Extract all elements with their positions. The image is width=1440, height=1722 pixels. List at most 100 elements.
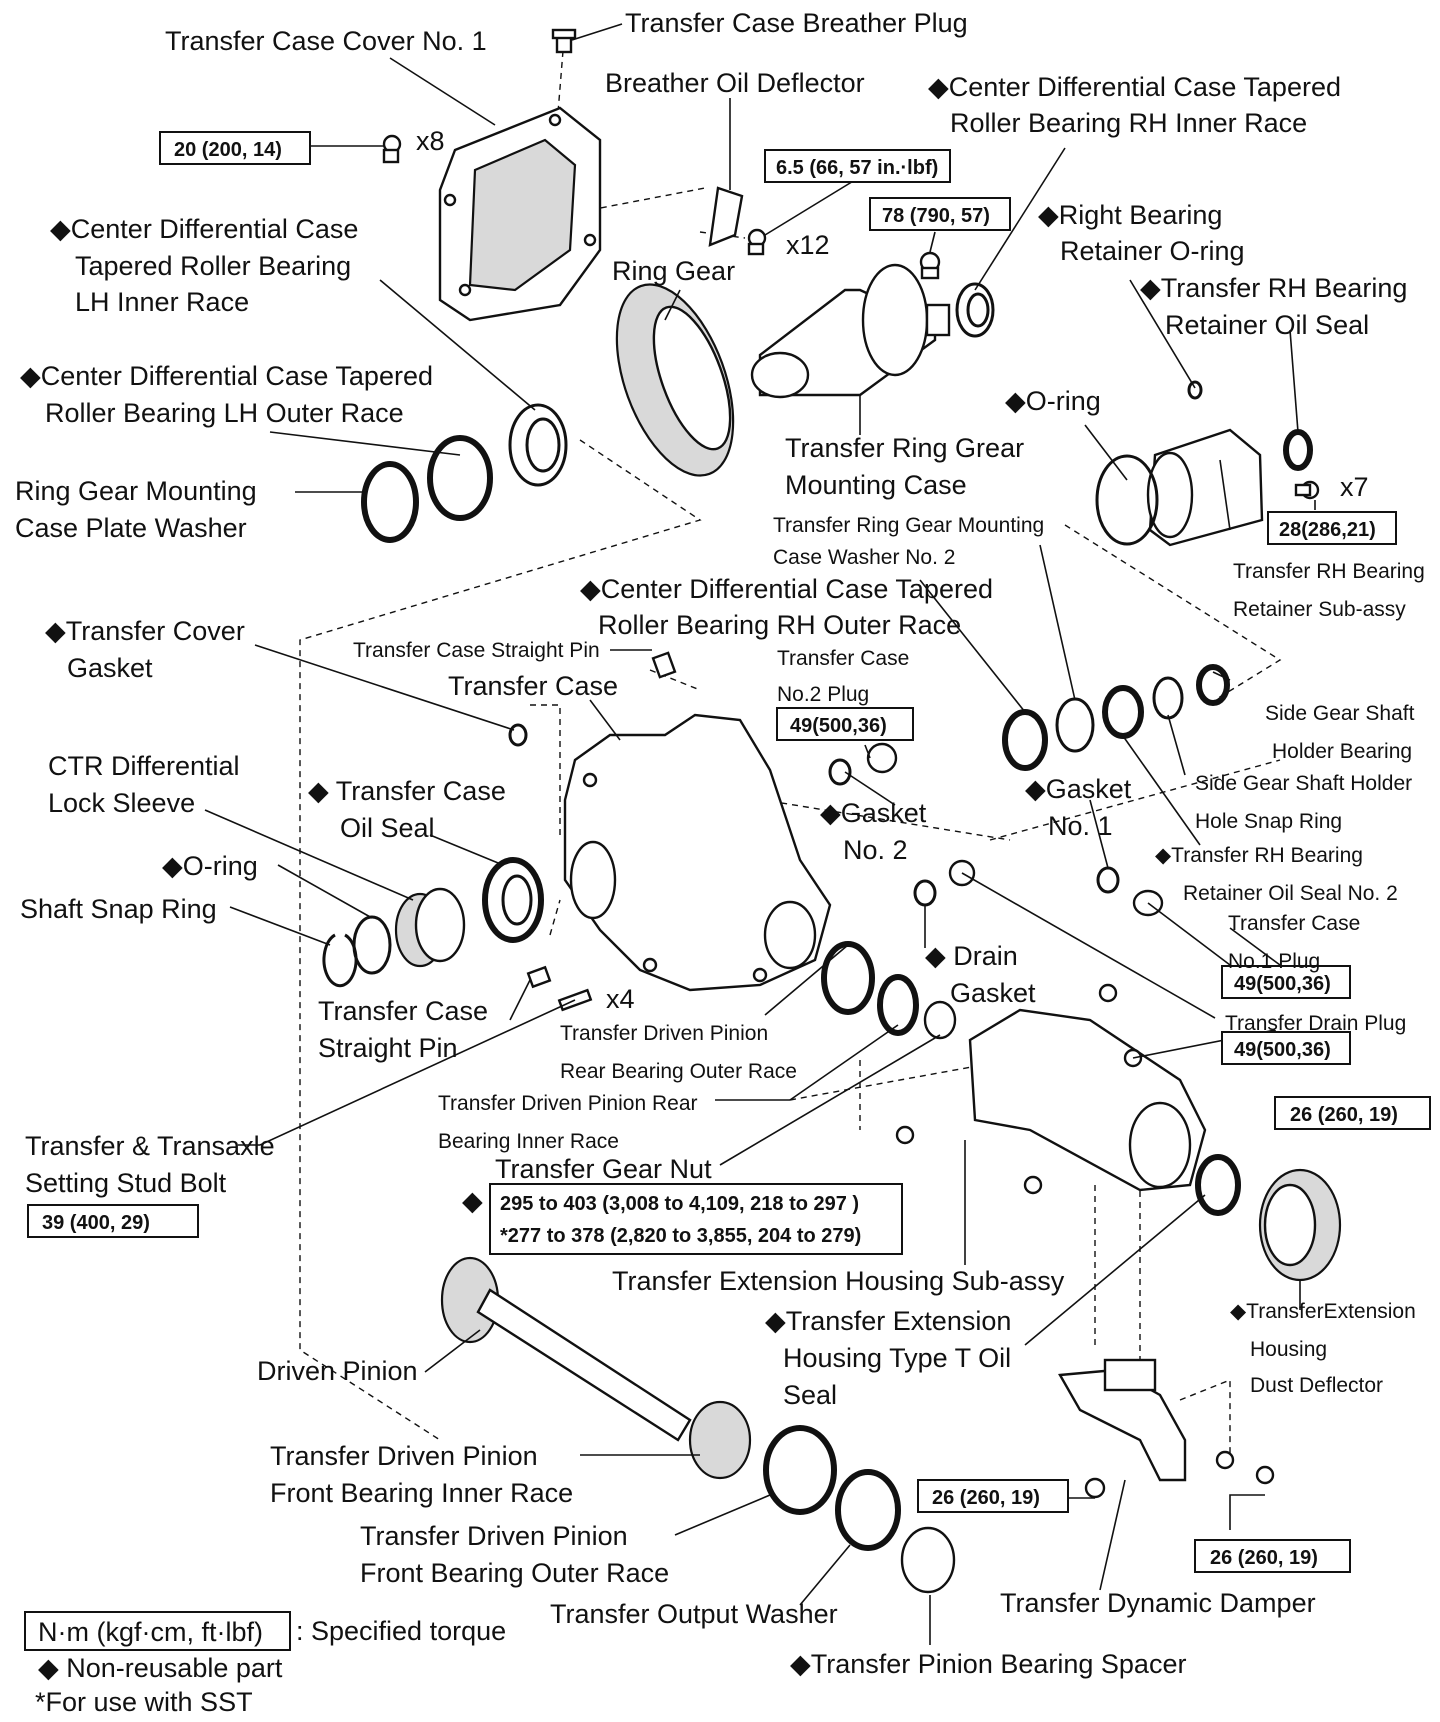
label-transfer-cover-gasket: ◆Transfer Cover Gasket: [45, 616, 252, 683]
label-cd-rh-inner-race: ◆Center Differential Case Tapered Roller…: [928, 72, 1349, 138]
label-shaft-snap-ring: Shaft Snap Ring: [20, 894, 217, 924]
ext-oil-seal-shape: [1195, 1154, 1241, 1216]
torque-value: 26 (260, 19): [1210, 1547, 1318, 1569]
label-ctr-differential-lock-sleeve: CTR Differential Lock Sleeve: [48, 751, 247, 818]
dynamic-damper-shape: [1058, 1358, 1187, 1482]
lh-inner-race-shape: [508, 403, 568, 487]
torque-value: 26 (260, 19): [1290, 1104, 1398, 1126]
legend: N·m (kgf·cm, ft·lbf) : Specified torque …: [24, 1611, 506, 1717]
label-transfer-pinion-bearing-spacer: ◆Transfer Pinion Bearing Spacer: [790, 1649, 1186, 1679]
retainer-oring-shape: [1187, 380, 1203, 400]
parts: [322, 28, 1342, 1594]
label-transfer-rh-bearing-retainer-sub-assy: Transfer RH Bearing Retainer Sub-assy: [1233, 560, 1431, 621]
rear-outer-race-shape: [821, 941, 875, 1015]
label-transfer-case-straight-pin-upper: Transfer Case Straight Pin: [353, 639, 600, 662]
retainer-bolt-shape: [1294, 480, 1320, 500]
output-washer-shape: [835, 1469, 901, 1551]
front-outer-race-shape: [763, 1425, 837, 1515]
torque-value: 26 (260, 19): [932, 1487, 1040, 1509]
label-transfer-ring-gear-mounting-case-washer-no-2: Transfer Ring Gear Mounting Case Washer …: [773, 514, 1050, 569]
plate-washer-shape: [361, 461, 419, 543]
label-transfer-rh-bearing-retainer-oil-seal-no-2: ◆Transfer RH Bearing Retainer Oil Seal N…: [1155, 844, 1398, 905]
no2-plug-shape: [828, 742, 898, 786]
breather-plug-shape: [551, 28, 577, 54]
washer-no2-shape: [1055, 697, 1095, 753]
legend-sst-note: *For use with SST: [35, 1687, 253, 1717]
drain-gasket-shape: [913, 879, 937, 907]
part-labels: Transfer Case Breather Plug Transfer Cas…: [15, 8, 1431, 1679]
label-transfer-extension-housing-sub-assy: Transfer Extension Housing Sub-assy: [612, 1266, 1065, 1296]
label-transfer-rh-bearing-retainer-oil-seal: ◆Transfer RH Bearing Retainer Oil Seal: [1140, 273, 1415, 340]
torque-value: 49(500,36): [1234, 1039, 1331, 1061]
non-reusable-marker: ◆: [462, 1186, 483, 1216]
torque-value: 6.5 (66, 57 in.·lbf): [776, 157, 938, 179]
label-o-ring-upper: ◆O-ring: [1005, 386, 1101, 416]
ring-gear-shape: [615, 283, 735, 477]
label-transfer-case-cover-no-1: Transfer Case Cover No. 1: [165, 26, 487, 56]
multipliers: x8 x12 x7 x4: [416, 126, 1369, 1014]
gear-nut-shape: [923, 1000, 957, 1040]
label-transfer-case-no-2-plug: Transfer Case No.2 Plug: [777, 647, 915, 706]
label-transfer-extension-housing-dust-deflector: ◆TransferExtension Housing Dust Deflecto…: [1230, 1300, 1422, 1397]
ring-gear-bolt-shape: [919, 251, 941, 280]
label-gasket-no-1: ◆Gasket No. 1: [1025, 774, 1139, 841]
legend-non-reusable: ◆ Non-reusable part: [38, 1653, 283, 1683]
multiplier: x12: [786, 230, 830, 260]
label-transfer-ring-gear-mounting-case: Transfer Ring Grear Mounting Case: [785, 433, 1032, 500]
label-cd-rh-outer-race: ◆Center Differential Case Tapered Roller…: [580, 574, 1001, 640]
label-transfer-drain-plug: Transfer Drain Plug: [1225, 1012, 1406, 1035]
label-transfer-driven-pinion-rear-bearing-outer-race: Transfer Driven Pinion Rear Bearing Oute…: [560, 1022, 797, 1083]
cover-bolt-shape: [382, 134, 402, 164]
label-transfer-driven-pinion-front-bearing-outer-race: Transfer Driven Pinion Front Bearing Out…: [360, 1521, 669, 1588]
legend-unit-box: N·m (kgf·cm, ft·lbf): [38, 1617, 263, 1647]
leader-lines: [204, 23, 1316, 1645]
o-ring-lower-shape: [352, 915, 392, 975]
snap-ring-shape: [1152, 676, 1184, 720]
damper-bolts-shape: [1084, 1450, 1275, 1499]
label-side-gear-shaft-holder-hole-snap-ring: Side Gear Shaft Holder Hole Snap Ring: [1195, 772, 1418, 833]
extension-housing-shape: [968, 1008, 1207, 1192]
label-cd-lh-inner-race: ◆Center Differential Case Tapered Roller…: [50, 214, 366, 317]
torque-value: 295 to 403 (3,008 to 4,109, 218 to 297 ): [500, 1193, 859, 1215]
shaft-snap-ring-shape: [322, 933, 358, 988]
multiplier: x4: [606, 984, 635, 1014]
label-transfer-extension-housing-type-t-oil-seal: ◆Transfer Extension Housing Type T Oil S…: [765, 1306, 1019, 1410]
case-oil-seal-shape: [482, 857, 544, 943]
torque-value: 20 (200, 14): [174, 139, 282, 161]
o-ring-upper-shape: [1095, 454, 1159, 546]
cover-gasket-shape: [508, 723, 528, 747]
rh-inner-race-shape: [955, 282, 995, 338]
torque-value: 49(500,36): [1234, 973, 1331, 995]
lh-outer-race-shape: [427, 435, 493, 521]
torque-value-sst: *277 to 378 (2,820 to 3,855, 204 to 279): [500, 1225, 861, 1247]
label-side-gear-shaft-holder-bearing: Side Gear Shaft Holder Bearing: [1265, 702, 1420, 763]
label-transfer-gear-nut: Transfer Gear Nut: [495, 1154, 712, 1184]
label-transfer-case-breather-plug: Transfer Case Breather Plug: [625, 8, 968, 38]
label-transfer-transaxle-setting-stud-bolt: Transfer & Transaxle Setting Stud Bolt: [25, 1131, 282, 1198]
torque-value: 28(286,21): [1279, 519, 1376, 541]
label-breather-oil-deflector: Breather Oil Deflector: [605, 68, 865, 98]
lock-sleeve-shape: [394, 887, 466, 968]
torque-value: 39 (400, 29): [42, 1212, 150, 1234]
label-driven-pinion: Driven Pinion: [257, 1356, 418, 1386]
gasket-no-1-shape: [1096, 866, 1120, 894]
label-right-bearing-retainer-o-ring: ◆Right Bearing Retainer O-ring: [1038, 200, 1245, 266]
label-transfer-driven-pinion-rear-bearing-inner-race: Transfer Driven Pinion Rear Bearing Inne…: [438, 1092, 703, 1153]
transfer-case-cover-shape: [438, 106, 602, 322]
torque-value: 49(500,36): [790, 715, 887, 737]
label-transfer-output-washer: Transfer Output Washer: [550, 1599, 838, 1629]
rear-inner-race-shape: [877, 974, 919, 1036]
label-gasket-no-2: ◆Gasket No. 2: [820, 798, 934, 865]
deflector-bolt-shape: [747, 228, 767, 256]
dust-deflector-shape: [1258, 1168, 1342, 1282]
label-transfer-case-oil-seal: ◆ Transfer Case Oil Seal: [308, 776, 513, 843]
retainer-oil-seal-shape: [1283, 429, 1313, 471]
rh-bearing-retainer-shape: [1146, 428, 1264, 547]
label-drain-gasket: ◆ Drain Gasket: [925, 941, 1036, 1008]
pinion-spacer-shape: [900, 1526, 956, 1594]
label-ring-gear: Ring Gear: [612, 256, 735, 286]
label-cd-lh-outer-race: ◆Center Differential Case Tapered Roller…: [20, 361, 441, 428]
label-ring-gear-mounting-case-plate-washer: Ring Gear Mounting Case Plate Washer: [15, 476, 264, 543]
driven-pinion-shape: [440, 1256, 692, 1442]
